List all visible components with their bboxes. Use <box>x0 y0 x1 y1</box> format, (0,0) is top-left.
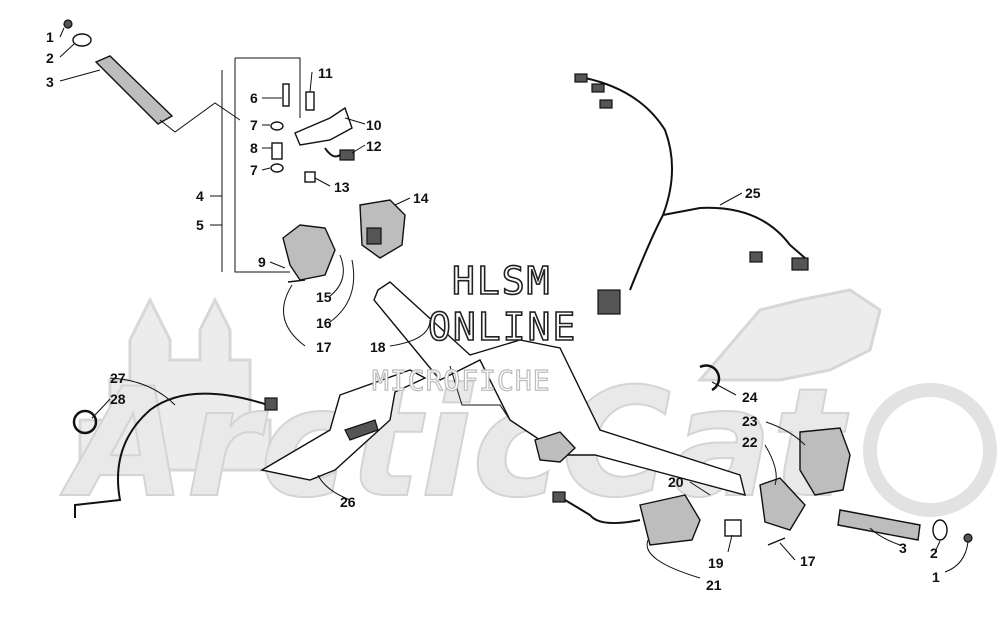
bracket-group-outline <box>234 57 301 273</box>
callout-3-right: 3 <box>899 540 907 556</box>
callout-13: 13 <box>334 179 350 195</box>
callout-24: 24 <box>742 389 758 405</box>
callout-25: 25 <box>745 185 761 201</box>
callout-9: 9 <box>258 254 266 270</box>
harness-connector-1 <box>574 73 588 83</box>
housing-screw <box>287 279 306 283</box>
callout-7-top: 7 <box>250 117 258 133</box>
bushing <box>271 142 283 160</box>
callout-20: 20 <box>668 474 684 490</box>
callout-2-left: 2 <box>46 50 54 66</box>
callout-10: 10 <box>366 117 382 133</box>
throttle-lever-group <box>294 91 355 183</box>
right-switch-housing <box>799 427 851 496</box>
watermark-line-3: MICROFICHE <box>372 364 551 397</box>
switch-mount-bracket <box>759 477 806 531</box>
harness-connector-2 <box>591 83 605 93</box>
callout-22: 22 <box>742 434 758 450</box>
callout-11: 11 <box>318 65 333 81</box>
callout-27: 27 <box>110 370 126 386</box>
bracket-screw <box>767 537 786 546</box>
callout-19: 19 <box>708 555 724 571</box>
handlebar-crossbar <box>449 365 511 421</box>
throttle-hardware <box>270 83 290 173</box>
heater-knob <box>724 519 742 537</box>
right-grip-end-screw <box>963 533 973 543</box>
callout-17-right: 17 <box>800 553 816 569</box>
washer-top <box>270 121 284 131</box>
callout-2-right: 2 <box>930 545 938 561</box>
watermark-line-1: HLSM <box>452 259 552 303</box>
heater-wire <box>564 499 641 525</box>
callout-4: 4 <box>196 188 204 204</box>
callout-23: 23 <box>742 413 758 429</box>
pad-logo <box>344 419 379 441</box>
magnet <box>305 91 315 111</box>
lever-nut <box>304 171 316 183</box>
harness-connector-5 <box>791 257 809 271</box>
callout-28: 28 <box>110 391 126 407</box>
throttle-housing <box>282 224 336 281</box>
sensor-wire <box>324 147 341 158</box>
switch-button <box>366 227 382 245</box>
leader-lines <box>59 27 969 579</box>
heater-connector <box>552 491 566 503</box>
throttle-cable <box>74 392 269 518</box>
cable-retaining-clip <box>72 409 98 435</box>
heater-control-housing <box>639 494 701 546</box>
cable-end-fitting <box>264 397 278 411</box>
handlebar <box>373 281 746 496</box>
watermark-text: HLSM ONLINE MICROFICHE <box>371 258 577 397</box>
harness-main-wire <box>584 77 673 291</box>
callout-21: 21 <box>706 577 722 593</box>
wiring-harness <box>574 73 809 315</box>
handlebar-tube <box>373 281 746 496</box>
callout-labels: 1 2 3 4 5 6 7 8 7 9 10 11 12 13 14 15 16… <box>46 29 940 593</box>
left-grip-assembly <box>63 19 241 133</box>
callout-26: 26 <box>340 494 356 510</box>
callout-5: 5 <box>196 217 204 233</box>
callout-1-right: 1 <box>932 569 940 585</box>
grip-end-cap <box>72 33 92 47</box>
handlebar-clamp <box>534 431 576 463</box>
washer-bottom <box>270 163 284 173</box>
heater-control-group <box>552 491 742 546</box>
right-grip <box>837 509 921 541</box>
harness-connector-4 <box>749 251 763 263</box>
right-grip-end-cap <box>932 519 948 541</box>
grip-end-screw <box>63 19 73 29</box>
callout-3-left: 3 <box>46 74 54 90</box>
motorcycle-wheel-silhouette <box>863 383 997 517</box>
harness-connector-3 <box>599 99 613 109</box>
callout-15: 15 <box>316 289 332 305</box>
handlebar-pad <box>260 369 427 481</box>
pivot-pin <box>282 83 290 107</box>
motorcycle-silhouette <box>696 288 882 382</box>
switch-housings <box>282 199 406 283</box>
harness-branch-wire <box>662 206 806 259</box>
callout-1-left: 1 <box>46 29 54 45</box>
callout-14: 14 <box>413 190 429 206</box>
left-grip <box>94 55 174 125</box>
callout-8: 8 <box>250 140 258 156</box>
right-control-group <box>699 364 973 546</box>
callout-12: 12 <box>366 138 382 154</box>
watermark-line-2: ONLINE <box>428 305 577 349</box>
callout-17-left: 17 <box>316 339 332 355</box>
city-skyline-silhouette <box>78 296 272 472</box>
callout-6: 6 <box>250 90 258 106</box>
grip-leader-line <box>159 102 241 133</box>
retaining-ring <box>699 364 721 392</box>
throttle-lever <box>294 106 353 146</box>
callout-7-bottom: 7 <box>250 162 258 178</box>
harness-main-connector <box>597 289 621 315</box>
callout-16: 16 <box>316 315 332 331</box>
callout-18: 18 <box>370 339 386 355</box>
throttle-cable-assembly <box>72 392 278 518</box>
throttle-sensor <box>339 149 355 161</box>
